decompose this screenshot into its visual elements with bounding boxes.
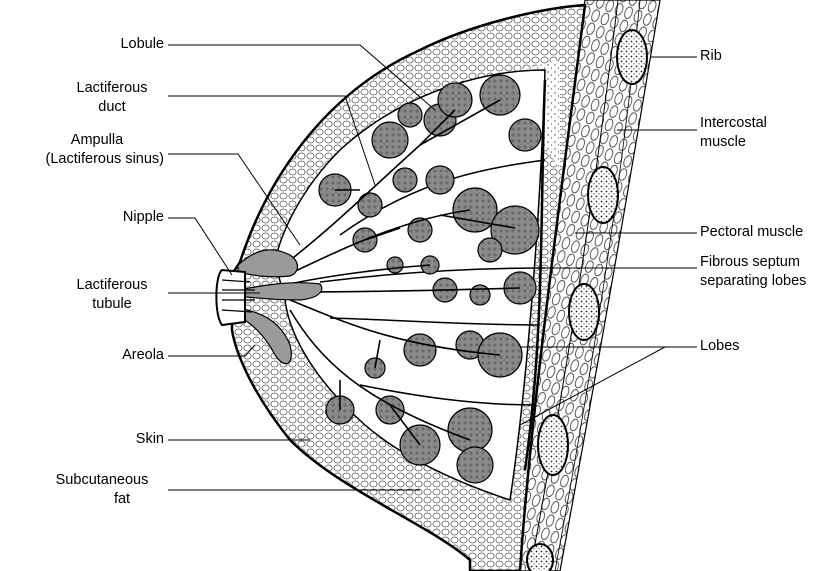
label-fibrous-septum-line1: Fibrous septum	[700, 254, 800, 271]
label-ampulla-line1: Ampulla	[40, 132, 154, 149]
label-lactiferous-tubule-line1: Lactiferous	[60, 277, 164, 294]
label-areola: Areola	[60, 347, 164, 364]
label-lobes: Lobes	[700, 338, 740, 355]
label-rib: Rib	[700, 48, 722, 65]
label-intercostal-muscle-line1: Intercostal	[700, 115, 767, 132]
label-nipple: Nipple	[60, 209, 164, 226]
label-lactiferous-duct-line2: duct	[60, 99, 164, 116]
label-subcutaneous-fat-line1: Subcutaneous	[40, 472, 164, 489]
label-subcutaneous-fat-line2: fat	[60, 491, 184, 508]
label-fibrous-septum-line2: separating lobes	[700, 273, 806, 290]
label-lactiferous-tubule-line2: tubule	[60, 296, 164, 313]
label-intercostal-muscle-line2: muscle	[700, 134, 746, 151]
label-pectoral-muscle: Pectoral muscle	[700, 224, 803, 241]
label-lobule: Lobule	[60, 36, 164, 53]
label-ampulla-line2: (Lactiferous sinus)	[4, 151, 164, 168]
label-skin: Skin	[60, 431, 164, 448]
label-lactiferous-duct-line1: Lactiferous	[60, 80, 164, 97]
